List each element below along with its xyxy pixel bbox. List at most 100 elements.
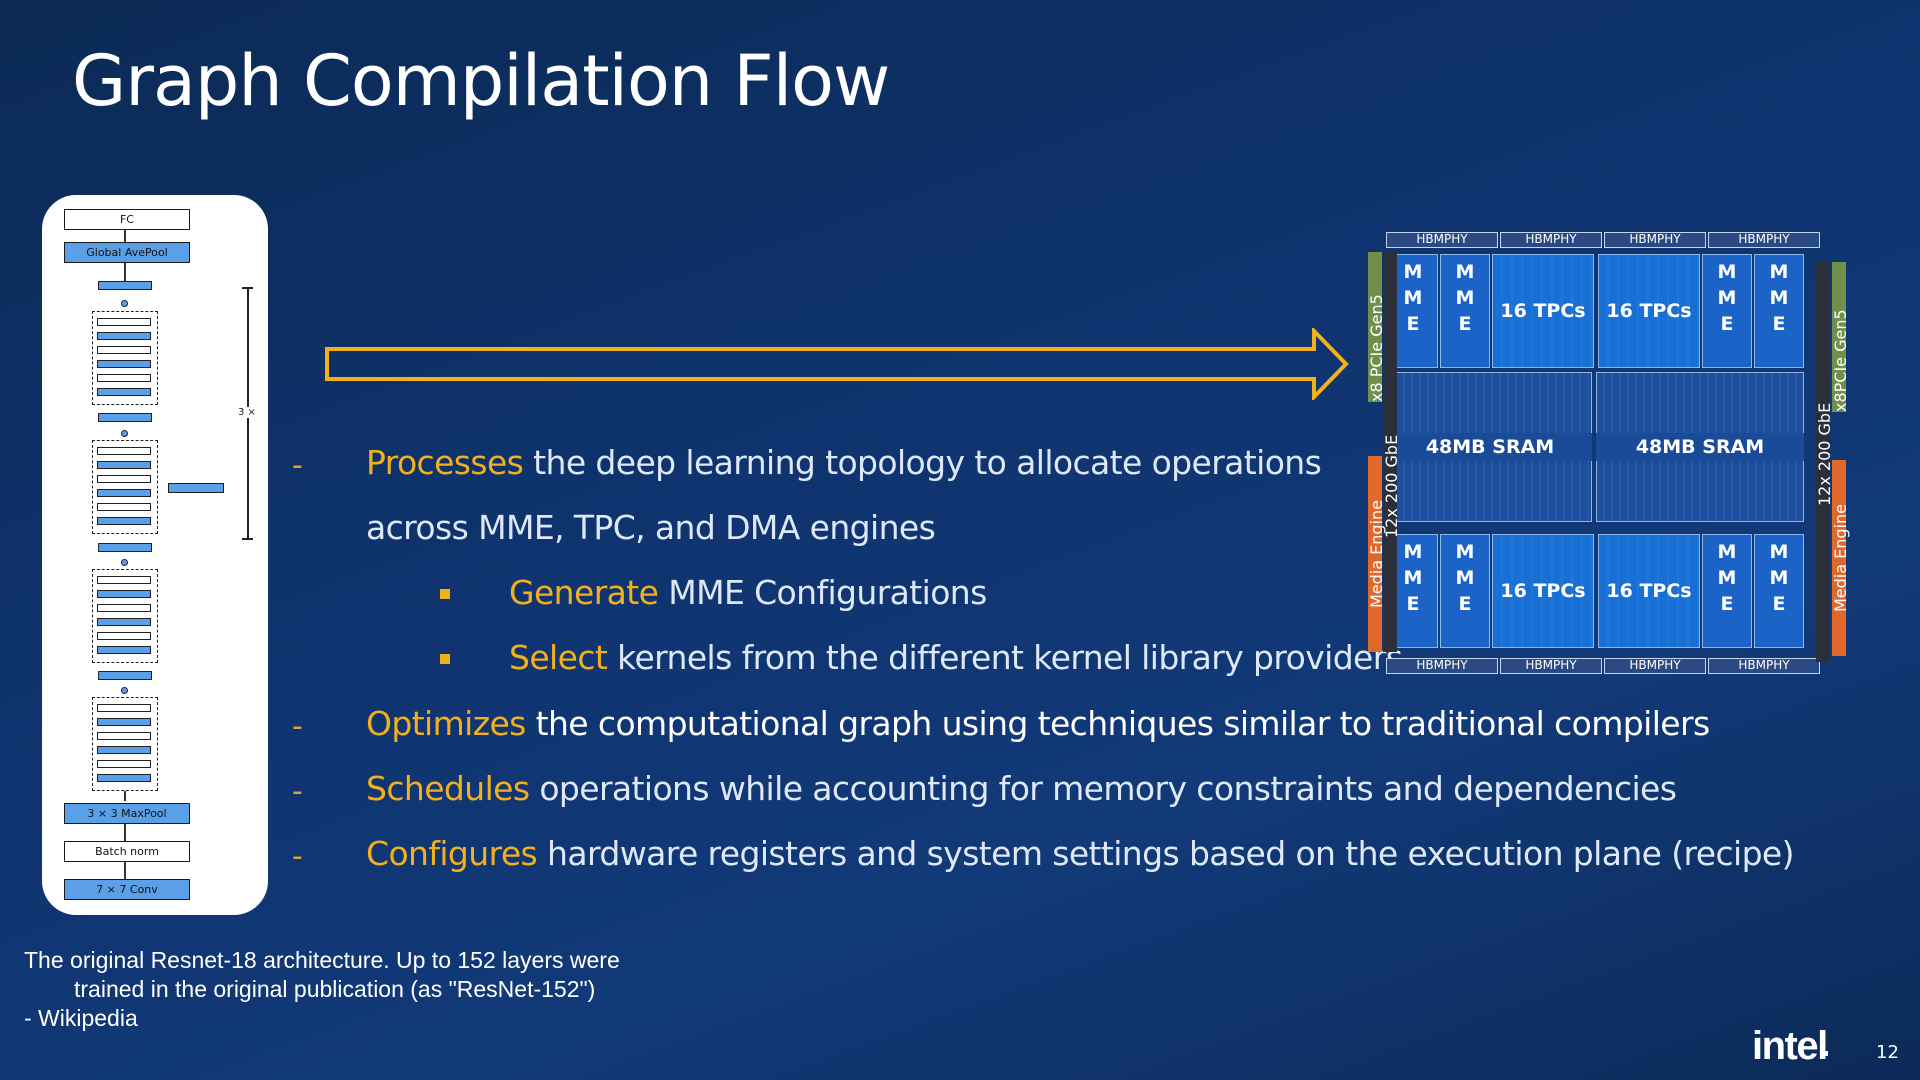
- bracket-cap: [242, 287, 253, 289]
- conv-layer: [97, 646, 151, 654]
- hbm-phy-top: HBMPHY: [1708, 232, 1820, 248]
- bullet-keyword: Configures: [366, 834, 538, 873]
- batchnorm-layer: Batch norm: [64, 841, 190, 862]
- tpc-cluster: 16 TPCs: [1492, 534, 1594, 648]
- connector: [124, 263, 126, 281]
- conv-layer: [97, 461, 151, 469]
- bullet-processes: Processes the deep learning topology to …: [366, 443, 1322, 482]
- add-node: [121, 687, 128, 694]
- bullet-keyword: Select: [509, 638, 608, 677]
- bullet-keyword: Optimizes: [366, 704, 526, 743]
- sub-bullet-square: [440, 589, 450, 599]
- repeat-label: 3 ×: [238, 407, 256, 418]
- tpc-cluster: 16 TPCs: [1598, 254, 1700, 368]
- layer-bar: [98, 413, 152, 422]
- sram-label: 48MB SRAM: [1388, 433, 1592, 461]
- fc-layer: FC: [64, 209, 190, 230]
- sram-label: 48MB SRAM: [1596, 433, 1804, 461]
- bracket-cap: [242, 538, 253, 540]
- add-node: [121, 559, 128, 566]
- resnet-caption: The original Resnet-18 architecture. Up …: [24, 946, 620, 1033]
- conv-layer: [97, 704, 151, 712]
- bullet-text: kernels from the different kernel librar…: [607, 638, 1403, 677]
- conv-layer: [97, 517, 151, 525]
- hbm-phy-bottom: HBMPHY: [1604, 658, 1706, 674]
- bullet-dash: -: [292, 709, 303, 744]
- intel-logo-dot: [1823, 1051, 1828, 1056]
- tpc-cluster: 16 TPCs: [1598, 534, 1700, 648]
- hbm-phy-bottom: HBMPHY: [1500, 658, 1602, 674]
- page-number: 12: [1876, 1042, 1899, 1063]
- pcie-bar-right: [1832, 262, 1846, 412]
- conv-layer: [97, 318, 151, 326]
- connector: [124, 791, 126, 801]
- sub-bullet-select: Select kernels from the different kernel…: [509, 638, 1403, 677]
- shortcut-projection: [168, 483, 224, 493]
- gbe-label-right: 12x 200 GbE: [1815, 402, 1834, 506]
- tpc-cluster: 16 TPCs: [1492, 254, 1594, 368]
- sub-bullet-generate: Generate MME Configurations: [509, 573, 987, 612]
- conv-layer: [97, 489, 151, 497]
- conv-layer: [97, 732, 151, 740]
- pcie-label-right: x8PCIe Gen5: [1831, 309, 1850, 412]
- bullet-keyword: Generate: [509, 573, 659, 612]
- bullet-optimizes: Optimizes the computational graph using …: [366, 704, 1710, 743]
- bullet-schedules: Schedules operations while accounting fo…: [366, 769, 1677, 808]
- layer-bar: [98, 671, 152, 680]
- connector: [124, 862, 126, 880]
- media-bar-right: [1832, 460, 1846, 656]
- bullet-processes-cont: across MME, TPC, and DMA engines: [366, 508, 936, 547]
- hbm-phy-top: HBMPHY: [1386, 232, 1498, 248]
- sub-bullet-square: [440, 654, 450, 664]
- conv-layer: [97, 332, 151, 340]
- bullet-dash: -: [292, 448, 303, 483]
- media-bar-left: [1368, 456, 1382, 652]
- pcie-bar-left: [1368, 252, 1382, 402]
- residual-block: [92, 311, 158, 405]
- gbe-bar-left: [1383, 252, 1397, 652]
- conv-layer: [97, 374, 151, 382]
- bullet-text: the computational graph using techniques…: [525, 704, 1711, 743]
- conv-layer: [97, 576, 151, 584]
- conv-layer: [97, 774, 151, 782]
- bullet-text: hardware registers and system settings b…: [537, 834, 1794, 873]
- conv-layer: [97, 760, 151, 768]
- connector: [124, 824, 126, 842]
- bullet-text: the deep learning topology to allocate o…: [523, 443, 1322, 482]
- add-node: [121, 300, 128, 307]
- conv-layer: [97, 590, 151, 598]
- conv-layer: [97, 604, 151, 612]
- resnet-architecture-diagram: FC Global AvePool: [42, 195, 268, 915]
- pcie-label-left: x8 PCIe Gen5: [1367, 294, 1386, 402]
- conv7x7-layer: 7 × 7 Conv: [64, 879, 190, 900]
- intel-logo: intel: [1752, 1024, 1828, 1068]
- bullet-dash: -: [292, 839, 303, 874]
- gbe-bar-right: [1816, 262, 1830, 662]
- bullet-text: operations while accounting for memory c…: [529, 769, 1677, 808]
- bullet-keyword: Schedules: [366, 769, 530, 808]
- media-label-left: Media Engine: [1367, 500, 1386, 608]
- conv-layer: [97, 447, 151, 455]
- conv-layer: [97, 718, 151, 726]
- layer-bar: [98, 543, 152, 552]
- layer-bar: [98, 281, 152, 290]
- conv-layer: [97, 388, 151, 396]
- flow-arrow-icon: [325, 328, 1349, 400]
- caption-source: - Wikipedia: [24, 1005, 138, 1031]
- hbm-phy-bottom: HBMPHY: [1708, 658, 1820, 674]
- global-avgpool-layer: Global AvePool: [64, 242, 190, 263]
- caption-line: The original Resnet-18 architecture. Up …: [24, 947, 620, 973]
- conv-layer: [97, 618, 151, 626]
- bullet-text: MME Configurations: [658, 573, 987, 612]
- bullet-configures: Configures hardware registers and system…: [366, 834, 1795, 873]
- residual-block: [92, 569, 158, 663]
- maxpool-layer: 3 × 3 MaxPool: [64, 803, 190, 824]
- caption-line: trained in the original publication (as …: [74, 976, 596, 1002]
- conv-layer: [97, 346, 151, 354]
